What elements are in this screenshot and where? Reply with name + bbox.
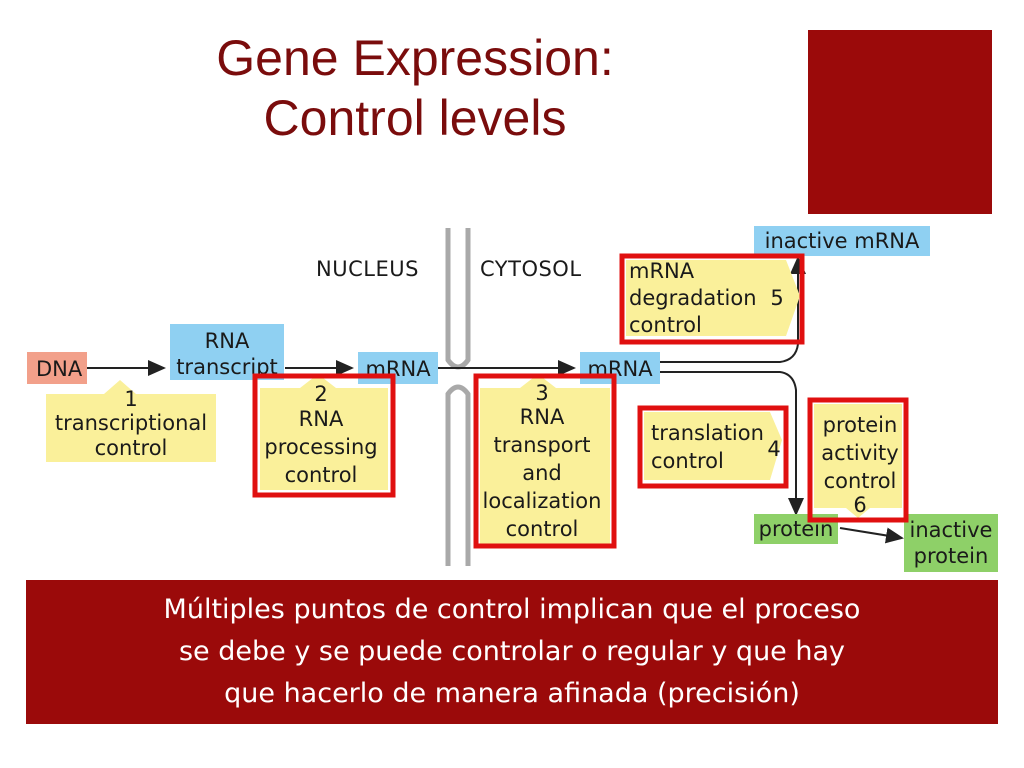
inactive-mrna-box: inactive mRNA	[754, 226, 930, 256]
title-line-1: Gene Expression:	[216, 30, 614, 86]
rna-transcript-line-1: RNA	[205, 329, 250, 353]
step-6-number: 6	[853, 493, 866, 517]
dna-label: DNA	[36, 357, 83, 381]
step-2-line-1: RNA	[299, 407, 344, 431]
step-2-number: 2	[314, 382, 327, 406]
nucleus-label: NUCLEUS	[316, 257, 419, 281]
step-2-rna-processing-control: 2 RNA processing control	[252, 373, 396, 498]
step-6-line-1: protein	[823, 413, 898, 437]
banner-line-2: se debe y se puede controlar o regular y…	[178, 636, 846, 667]
dna-box: DNA	[27, 352, 87, 384]
step-5-line-1: mRNA	[629, 259, 695, 283]
slide-title: Gene Expression: Control levels	[150, 28, 680, 148]
corner-accent-block	[808, 30, 992, 214]
cytosol-label: CYTOSOL	[480, 257, 582, 281]
step-3-rna-transport-control: 3 RNA transport and localization control	[473, 373, 617, 549]
rna-transcript-box: RNA transcript	[170, 324, 284, 380]
inactive-protein-box: inactive protein	[904, 514, 998, 572]
inactive-protein-line-1: inactive	[910, 518, 993, 542]
step-3-line-5: control	[506, 517, 579, 541]
step-6-protein-activity-control: protein activity control 6	[807, 397, 909, 523]
step-3-line-4: localization	[483, 489, 602, 513]
step-6-line-3: control	[824, 469, 897, 493]
step-5-highlight-frame	[619, 253, 805, 345]
step-3-highlight-frame	[473, 373, 617, 549]
mrna-nucleus-box: mRNA	[358, 352, 438, 384]
step-6-highlight-frame	[807, 397, 909, 523]
banner-line-1: Múltiples puntos de control implican que…	[163, 594, 861, 625]
summary-banner: Múltiples puntos de control implican que…	[26, 580, 998, 724]
step-3-number: 3	[535, 381, 548, 405]
step-4-line-1: translation	[651, 421, 764, 445]
step-3-line-1: RNA	[520, 405, 565, 429]
step-3-line-3: and	[522, 461, 562, 485]
banner-line-3: que hacerlo de manera afinada (precisión…	[224, 678, 800, 709]
step-6-line-2: activity	[821, 441, 898, 465]
step-3-line-2: transport	[493, 433, 590, 457]
step-5-number: 5	[770, 286, 783, 310]
step-1-line-2: control	[95, 436, 168, 460]
step-2-highlight-frame	[252, 373, 396, 498]
mrna-cytosol-box: mRNA	[580, 352, 660, 384]
title-line-2: Control levels	[263, 90, 567, 146]
step-5-line-3: control	[629, 313, 702, 337]
step-1-transcriptional-control: 1 transcriptional control	[46, 380, 216, 462]
step-4-line-2: control	[651, 449, 724, 473]
inactive-protein-line-2: protein	[914, 544, 989, 568]
step-2-line-2: processing	[264, 435, 377, 459]
step-5-line-2: degradation	[629, 286, 757, 310]
nuclear-membrane	[445, 228, 471, 566]
step-5-mrna-degradation-control: mRNA degradation control 5	[619, 253, 805, 345]
gene-expression-diagram: NUCLEUS CYTOSOL DNA RNA transcript mRNA …	[27, 226, 998, 572]
step-2-line-3: control	[285, 463, 358, 487]
step-1-number: 1	[124, 387, 137, 411]
step-4-highlight-frame	[637, 405, 789, 489]
inactive-mrna-label: inactive mRNA	[765, 229, 920, 253]
step-4-translation-control: translation control 4	[637, 405, 789, 489]
step-1-line-1: transcriptional	[55, 411, 207, 435]
step-4-number: 4	[767, 437, 780, 461]
